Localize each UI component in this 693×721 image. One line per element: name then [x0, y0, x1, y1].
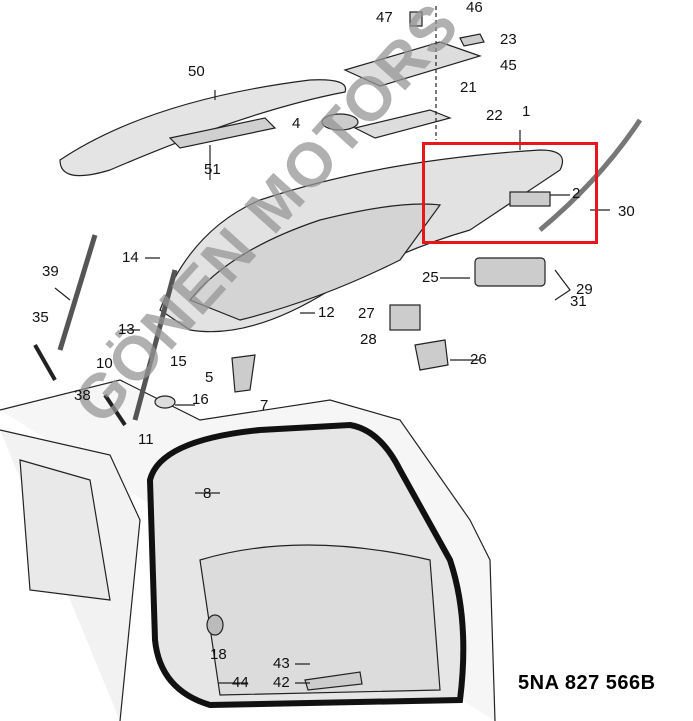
callout-15: 15	[170, 353, 187, 370]
callout-22: 22	[486, 107, 503, 124]
callout-14: 14	[122, 249, 139, 266]
callout-7: 7	[260, 397, 269, 414]
callout-18: 18	[210, 646, 227, 663]
callout-28: 28	[360, 331, 377, 348]
callout-43: 43	[273, 655, 290, 672]
callout-35: 35	[32, 309, 49, 326]
callout-39: 39	[42, 263, 59, 280]
callout-26: 26	[470, 351, 487, 368]
callout-45: 45	[500, 57, 517, 74]
callout-16: 16	[192, 391, 209, 408]
callout-27: 27	[358, 305, 375, 322]
callout-46: 46	[466, 0, 483, 16]
callout-42: 42	[273, 674, 290, 691]
callout-5: 5	[205, 369, 214, 386]
callout-44: 44	[232, 674, 249, 691]
highlight-box-part-2	[422, 142, 598, 244]
callout-47: 47	[376, 9, 393, 26]
callout-29: 29	[576, 281, 593, 298]
part-number: 5NA 827 566B	[518, 672, 656, 694]
callout-4: 4	[292, 115, 301, 132]
callout-10: 10	[96, 355, 113, 372]
callout-51: 51	[204, 161, 221, 178]
callout-23: 23	[500, 31, 517, 48]
callout-38: 38	[74, 387, 91, 404]
callout-8: 8	[203, 485, 212, 502]
callout-13: 13	[118, 321, 135, 338]
callout-25: 25	[422, 269, 439, 286]
callout-11: 11	[138, 431, 154, 448]
callout-12: 12	[318, 304, 335, 321]
callout-31: 31	[570, 293, 587, 310]
callout-1: 1	[522, 103, 531, 120]
callout-50: 50	[188, 63, 205, 80]
callout-2: 2	[572, 185, 581, 202]
callout-21: 21	[460, 79, 477, 96]
callout-30: 30	[618, 203, 635, 220]
